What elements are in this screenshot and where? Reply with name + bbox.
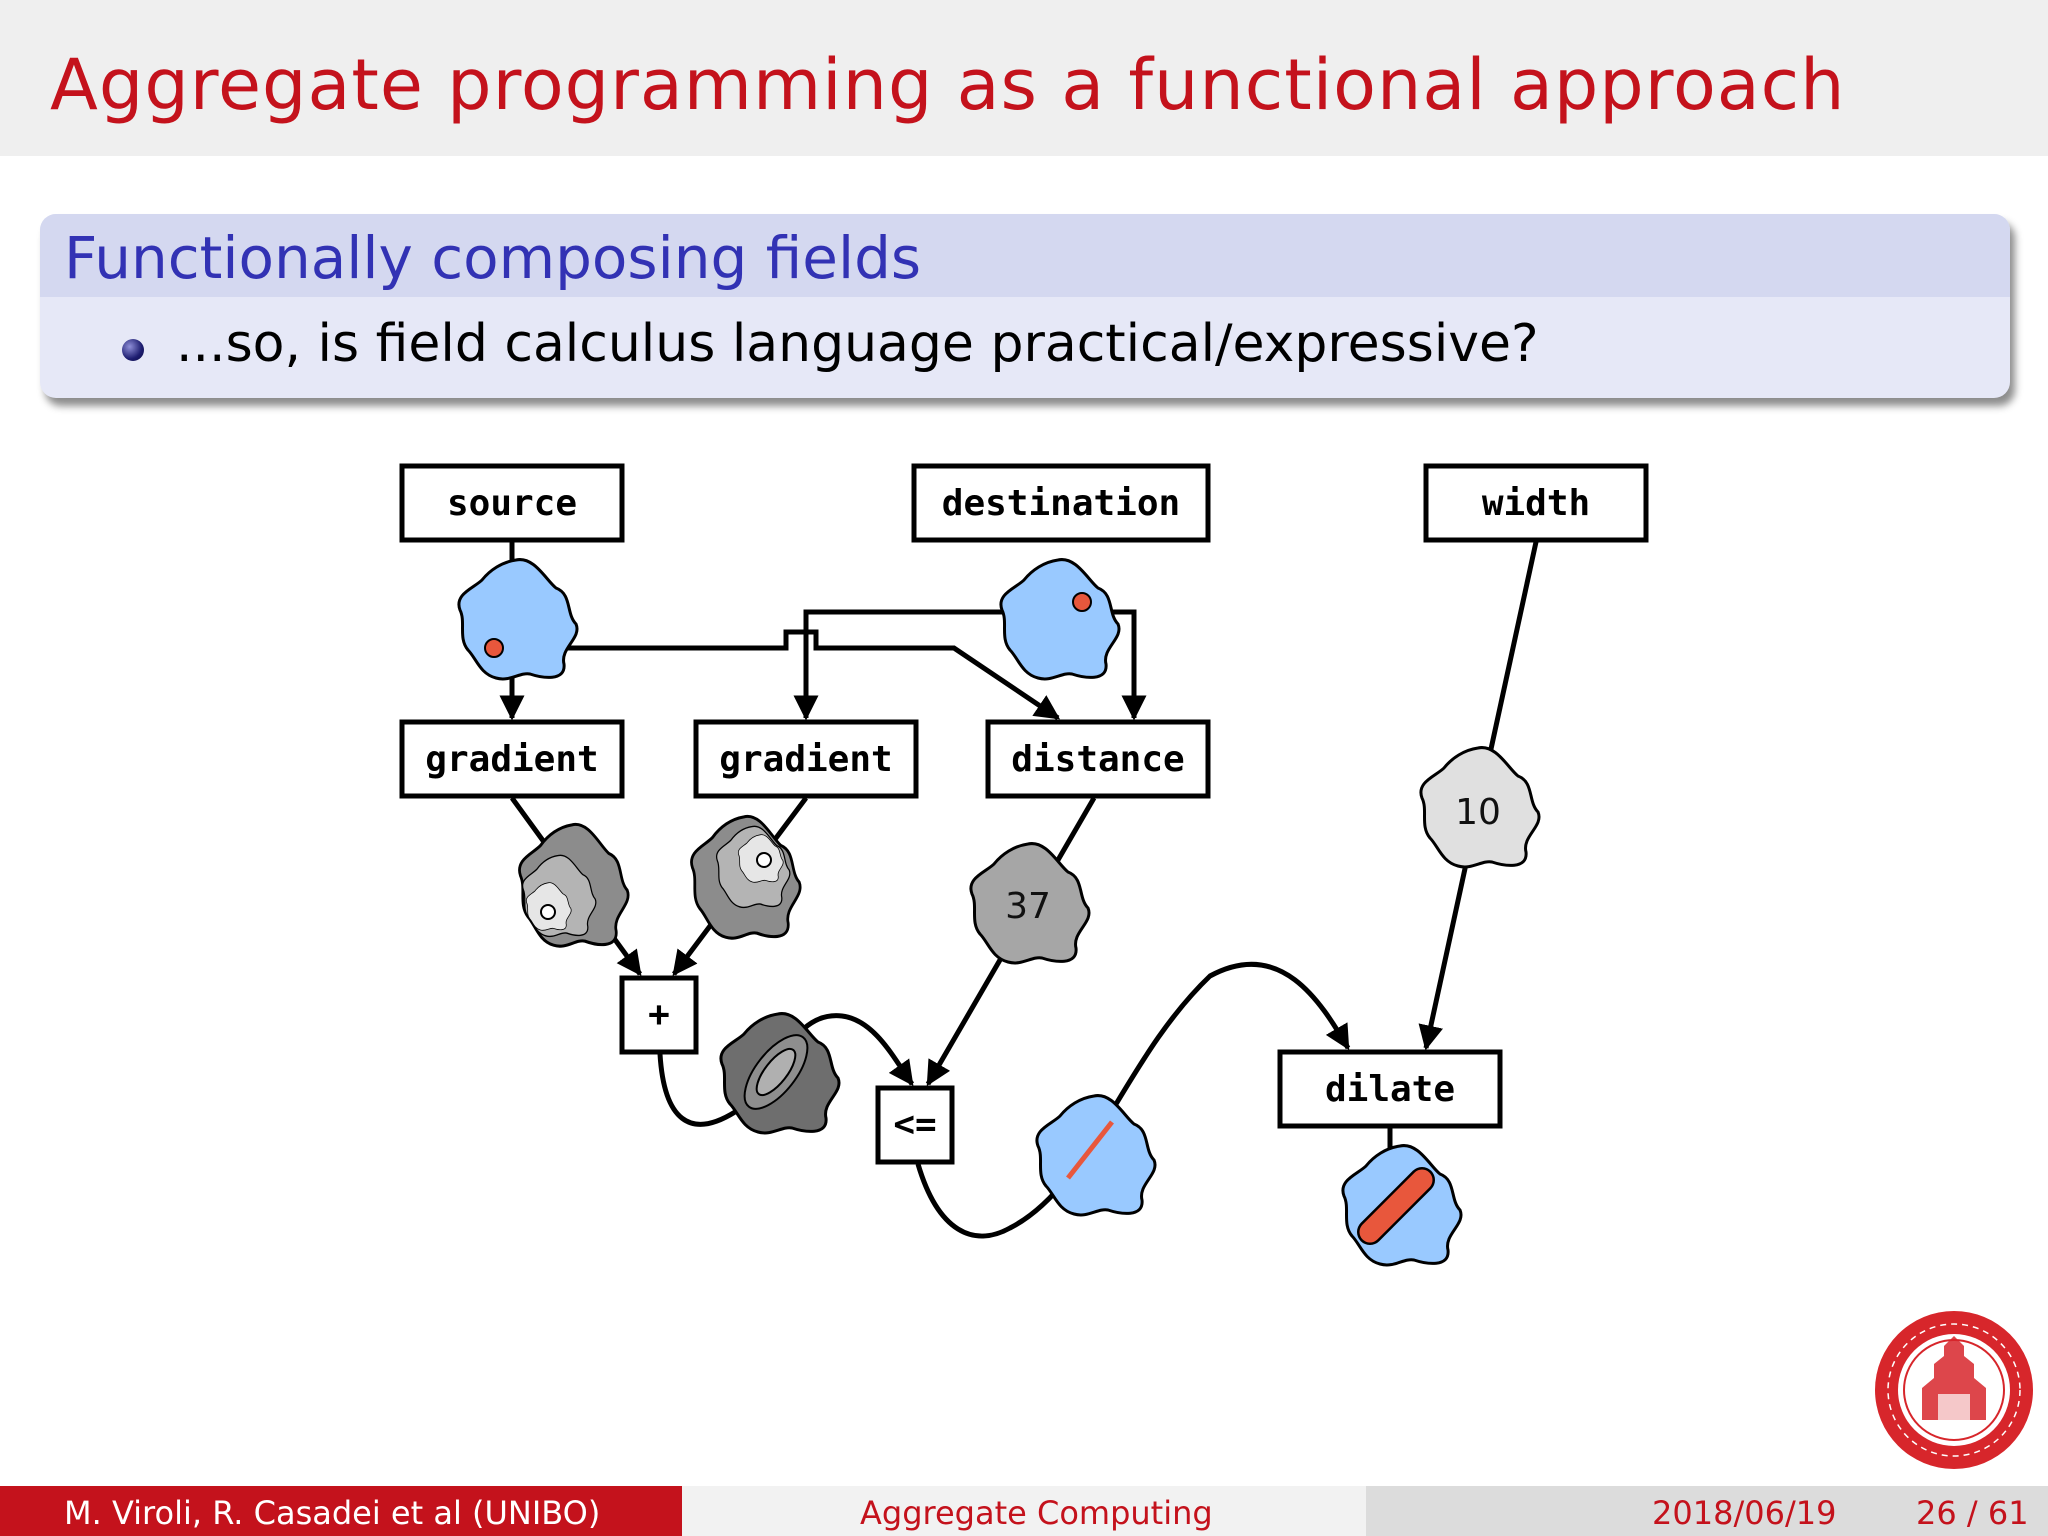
field-blob-destination bbox=[999, 558, 1121, 681]
dilate-field bbox=[1341, 1144, 1463, 1267]
footer-authors: M. Viroli, R. Casadei et al (UNIBO) bbox=[64, 1494, 601, 1532]
svg-text:gradient: gradient bbox=[719, 739, 892, 780]
svg-text:dilate: dilate bbox=[1325, 1069, 1455, 1110]
node-source: source bbox=[399, 463, 625, 543]
gradient-field-2 bbox=[689, 814, 802, 940]
width-value: 10 bbox=[1455, 792, 1501, 833]
node-gradient-2: gradient bbox=[693, 719, 919, 799]
block-title: Functionally composing fields bbox=[64, 224, 922, 292]
svg-text:distance: distance bbox=[1011, 739, 1184, 780]
footer-talk-title: Aggregate Computing bbox=[860, 1494, 1213, 1532]
footer-page-number: 26 / 61 bbox=[1916, 1494, 2029, 1532]
node-destination: destination bbox=[911, 463, 1211, 543]
slide-title: Aggregate programming as a functional ap… bbox=[50, 44, 1846, 126]
bullet-icon bbox=[122, 339, 144, 361]
node-distance: distance bbox=[985, 719, 1211, 799]
university-seal-logo bbox=[1875, 1311, 2033, 1469]
comparison-field bbox=[1035, 1094, 1157, 1217]
field-blob-source bbox=[457, 558, 579, 681]
width-field: 10 bbox=[1419, 746, 1541, 869]
node-gradient-1: gradient bbox=[399, 719, 625, 799]
svg-text:width: width bbox=[1482, 483, 1590, 524]
footer-right-band bbox=[1366, 1486, 2048, 1536]
distance-value: 37 bbox=[1005, 886, 1051, 927]
field-composition-diagram: 37 10 source destination width gradient … bbox=[399, 463, 1649, 1267]
sum-field bbox=[719, 1012, 841, 1135]
content-block: Functionally composing fields ...so, is … bbox=[40, 214, 2010, 398]
svg-text:+: + bbox=[648, 994, 670, 1035]
footer-middle-band bbox=[682, 1486, 1366, 1536]
svg-text:source: source bbox=[447, 483, 577, 524]
svg-text:gradient: gradient bbox=[425, 739, 598, 780]
gradient-field-1 bbox=[517, 822, 630, 948]
distance-field: 37 bbox=[969, 842, 1091, 965]
node-plus: + bbox=[619, 975, 699, 1055]
footer-date: 2018/06/19 bbox=[1652, 1494, 1837, 1532]
node-leq: <= bbox=[875, 1085, 955, 1165]
node-width: width bbox=[1423, 463, 1649, 543]
footer: M. Viroli, R. Casadei et al (UNIBO) Aggr… bbox=[0, 1486, 2048, 1536]
bullet-text: ...so, is field calculus language practi… bbox=[176, 314, 1539, 374]
svg-text:<=: <= bbox=[893, 1104, 936, 1145]
title-bar bbox=[0, 0, 2048, 156]
svg-text:destination: destination bbox=[942, 483, 1180, 524]
node-dilate: dilate bbox=[1277, 1049, 1503, 1129]
block-header bbox=[40, 214, 2010, 297]
footer-left-band: M. Viroli, R. Casadei et al (UNIBO) bbox=[0, 1486, 682, 1536]
